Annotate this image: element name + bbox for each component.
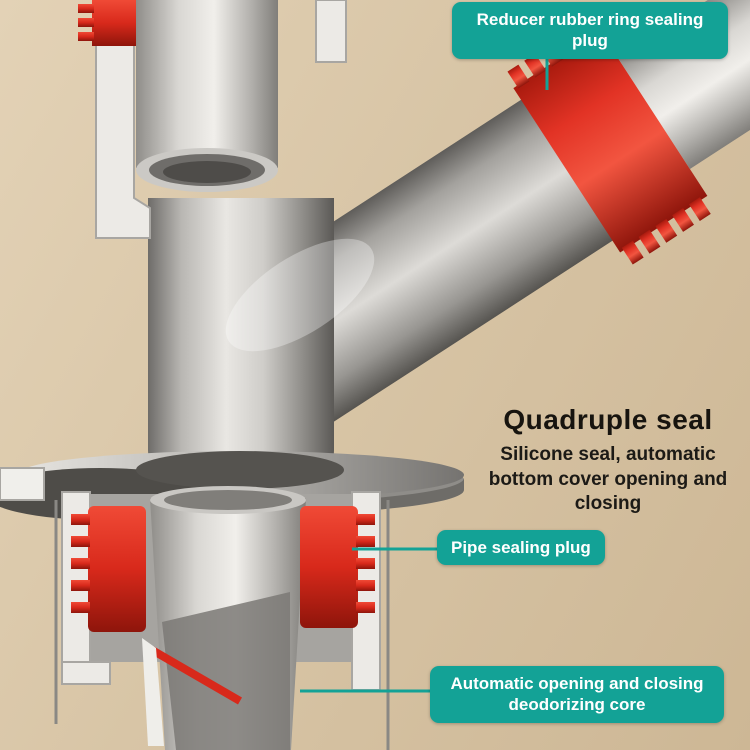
top-inner-pipe	[136, 0, 278, 168]
reducer-plug-callout: Reducer rubber ring sealing plug	[452, 2, 728, 59]
y-fitting-body	[148, 198, 375, 470]
pipe-sealing-plug-callout: Pipe sealing plug	[437, 530, 605, 566]
top-sealing-ring	[78, 0, 136, 46]
quadruple-seal-description: Silicone seal, automatic bottom cover op…	[488, 444, 728, 515]
pipe-sealing-plug-left	[71, 506, 146, 632]
top-pipe-assembly	[78, 0, 347, 239]
deodorizing-core-callout: Automatic opening and closing deodorizin…	[430, 666, 724, 723]
pipe-sealing-plug-right	[300, 506, 375, 628]
quadruple-seal-title: Quadruple seal	[503, 404, 713, 435]
quadruple-seal-callout: Quadruple seal Silicone seal, automatic …	[468, 404, 748, 517]
inserted-side-pipe	[618, 0, 750, 169]
lower-assembly	[54, 486, 390, 750]
deodorizing-core-seal	[149, 646, 243, 705]
